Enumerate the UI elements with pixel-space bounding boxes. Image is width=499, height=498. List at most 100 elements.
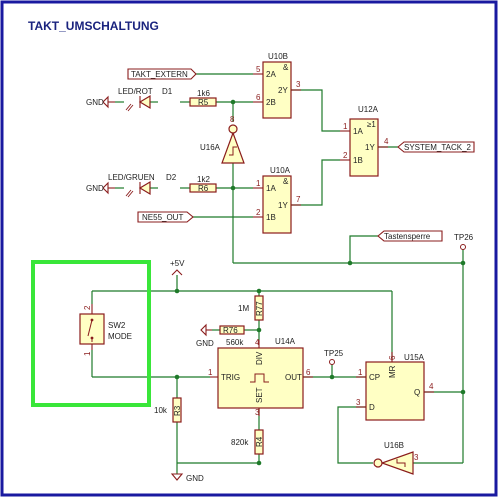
svg-text:1k2: 1k2 <box>197 175 210 184</box>
svg-text:OUT: OUT <box>285 373 302 382</box>
svg-text:1: 1 <box>358 368 363 377</box>
svg-text:6: 6 <box>256 93 261 102</box>
svg-text:&: & <box>283 63 289 72</box>
power-5v: +5V <box>170 259 185 276</box>
svg-text:U15A: U15A <box>404 353 425 362</box>
ground-gnd-d1: GND <box>86 95 115 109</box>
svg-text:CP: CP <box>369 373 380 382</box>
svg-text:&: & <box>283 177 289 186</box>
svg-text:R76: R76 <box>223 326 238 335</box>
resistor-r3: 10k R3 <box>154 397 182 423</box>
highlight-box <box>31 260 151 407</box>
svg-text:2B: 2B <box>266 98 276 107</box>
svg-text:3: 3 <box>296 80 301 89</box>
svg-text:3: 3 <box>356 398 361 407</box>
svg-text:LED/ROT: LED/ROT <box>118 87 153 96</box>
ground-gnd-r76: GND <box>196 323 214 348</box>
svg-text:U10A: U10A <box>270 166 291 175</box>
svg-text:8: 8 <box>230 115 235 124</box>
svg-text:GND: GND <box>186 474 204 483</box>
inverter-u16a: U16A 8 <box>200 115 245 164</box>
svg-text:SW2: SW2 <box>108 321 126 330</box>
svg-text:10k: 10k <box>154 406 168 415</box>
svg-text:GND: GND <box>196 339 214 348</box>
svg-text:U14A: U14A <box>275 337 296 346</box>
sheet-title: TAKT_UMSCHALTUNG <box>28 19 159 33</box>
svg-text:U16A: U16A <box>200 143 221 152</box>
svg-text:560k: 560k <box>226 338 244 347</box>
svg-text:R6: R6 <box>198 184 209 193</box>
svg-text:TP26: TP26 <box>454 233 474 242</box>
svg-text:TP25: TP25 <box>324 349 344 358</box>
svg-text:1B: 1B <box>266 213 276 222</box>
svg-text:NE55_OUT: NE55_OUT <box>142 213 183 222</box>
svg-text:SET: SET <box>255 387 264 403</box>
svg-text:4: 4 <box>384 137 389 146</box>
svg-text:1Y: 1Y <box>278 201 288 210</box>
svg-text:R5: R5 <box>198 98 209 107</box>
svg-text:1M: 1M <box>238 304 249 313</box>
svg-text:3: 3 <box>414 453 419 462</box>
svg-text:1: 1 <box>208 368 213 377</box>
svg-text:820k: 820k <box>231 438 249 447</box>
svg-text:U16B: U16B <box>384 441 404 450</box>
label-takt-extern: TAKT_EXTERN <box>127 68 197 80</box>
svg-text:2: 2 <box>343 151 348 160</box>
svg-text:Q: Q <box>414 388 420 397</box>
resistor-r76: R76 560k <box>219 325 245 347</box>
svg-text:R77: R77 <box>255 301 264 316</box>
ground-gnd-d2: GND <box>86 181 115 195</box>
svg-text:TRIG: TRIG <box>221 373 240 382</box>
svg-text:LED/GRUEN: LED/GRUEN <box>108 173 155 182</box>
svg-text:2: 2 <box>83 305 92 310</box>
gate-u12a: U12A 1A 1B 1Y 1 2 4 ≥1 <box>340 105 389 177</box>
svg-text:Tastensperre: Tastensperre <box>384 232 431 241</box>
svg-text:R4: R4 <box>255 436 264 447</box>
svg-text:1k6: 1k6 <box>197 89 210 98</box>
svg-text:D2: D2 <box>166 173 177 182</box>
svg-text:4: 4 <box>429 382 434 391</box>
svg-text:3: 3 <box>255 408 260 417</box>
testpoint-tp25: TP25 <box>324 349 344 365</box>
svg-text:4: 4 <box>255 338 260 347</box>
svg-text:1Y: 1Y <box>365 143 375 152</box>
svg-text:1B: 1B <box>353 156 363 165</box>
svg-text:TAKT_EXTERN: TAKT_EXTERN <box>131 70 188 79</box>
svg-text:R3: R3 <box>173 405 182 416</box>
label-system-takt: SYSTEM_TACK_2 <box>397 141 475 153</box>
svg-text:1: 1 <box>343 122 348 131</box>
svg-text:MR: MR <box>388 365 397 378</box>
svg-text:1A: 1A <box>353 127 363 136</box>
svg-text:2Y: 2Y <box>278 86 288 95</box>
svg-text:≥1: ≥1 <box>367 120 376 129</box>
svg-text:1: 1 <box>83 351 92 356</box>
svg-text:+5V: +5V <box>170 259 185 268</box>
svg-text:GND: GND <box>86 184 104 193</box>
gate-u10a: U10A 1A 1B 1Y 1 2 7 & <box>253 166 301 234</box>
svg-text:2A: 2A <box>266 70 276 79</box>
resistor-r6: 1k2 R6 <box>189 175 217 193</box>
resistor-r5: 1k6 R5 <box>189 89 217 107</box>
flipflop-u15a: U15A CP D MR Q 1 3 4 6 <box>356 352 434 421</box>
svg-text:DIV: DIV <box>255 351 264 365</box>
svg-text:1A: 1A <box>266 184 276 193</box>
svg-text:7: 7 <box>296 195 301 204</box>
svg-text:5: 5 <box>256 65 261 74</box>
gate-u10b: U10B 2A 2B 2Y 5 6 3 & <box>253 52 301 119</box>
resistor-r4: 820k R4 <box>231 429 264 455</box>
junctions <box>174 99 466 466</box>
ic-u14a: U14A TRIG OUT DIV SET 1 6 4 3 <box>208 337 313 417</box>
svg-text:D1: D1 <box>162 87 173 96</box>
svg-text:U10B: U10B <box>268 52 288 61</box>
switch-sw2: SW2 MODE 2 1 <box>79 304 132 356</box>
led-d2: LED/GRUEN D2 <box>108 173 177 198</box>
svg-text:U12A: U12A <box>358 105 379 114</box>
led-d1: LED/ROT D1 <box>118 87 173 112</box>
wires <box>91 73 464 474</box>
label-tastensperre: Tastensperre <box>377 230 443 242</box>
svg-text:MODE: MODE <box>108 332 132 341</box>
resistor-r77: 1M R77 <box>238 295 264 321</box>
inverter-u16b: U16B 3 <box>373 441 419 475</box>
